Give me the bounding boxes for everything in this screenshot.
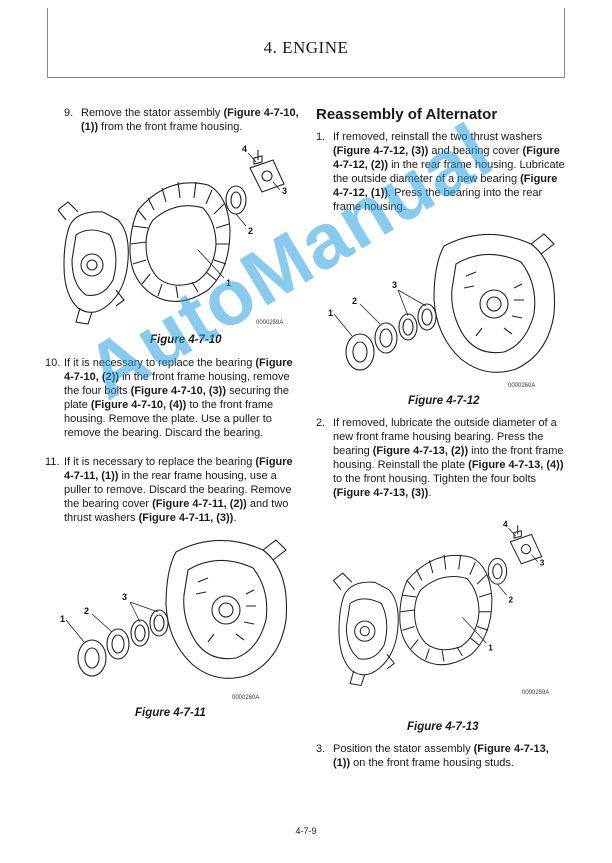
- figure-4-7-11-drawing: 1 2 3: [60, 539, 288, 679]
- callout-1: 1: [328, 308, 333, 318]
- figure-4-7-10-drawing: 4 3 2 1: [58, 144, 287, 325]
- step-number: 1.: [316, 131, 326, 143]
- step-10: 10. If it is necessary to replace the be…: [45, 357, 293, 439]
- figure-caption: Figure 4-7-13: [407, 721, 479, 733]
- callout-3: 3: [122, 592, 127, 602]
- figure-code: 0000260A: [232, 695, 260, 701]
- step-11: 11. If it is necessary to replace the be…: [45, 456, 293, 524]
- callout-2: 2: [248, 226, 253, 236]
- step-number: 3.: [316, 743, 326, 755]
- figure-caption: Figure 4-7-12: [408, 395, 480, 407]
- figure-caption: Figure 4-7-11: [135, 707, 206, 719]
- callout-3: 3: [392, 280, 397, 290]
- callout-2: 2: [352, 296, 357, 306]
- step-number: 11.: [45, 456, 60, 468]
- callout-4: 4: [503, 520, 508, 529]
- header-box: 4. ENGINE: [47, 8, 565, 78]
- step-9: 9. Remove the stator assembly (Figure 4-…: [64, 107, 299, 133]
- step-3: 3. Position the stator assembly (Figure …: [316, 743, 549, 769]
- callout-4: 4: [242, 144, 247, 154]
- step-number: 9.: [64, 107, 74, 119]
- figure-caption: Figure 4-7-10: [150, 334, 222, 346]
- callout-1: 1: [226, 278, 231, 288]
- step-number: 2.: [316, 417, 326, 429]
- section-title: Reassembly of Alternator: [316, 106, 498, 123]
- callout-1: 1: [488, 643, 493, 652]
- figure-4-7-12-drawing: 1 2 3: [328, 233, 556, 373]
- step-2: 2. If removed, lubricate the outside dia…: [316, 417, 564, 499]
- page-number: 4-7-9: [295, 826, 317, 836]
- figure-code: 0000260A: [508, 383, 536, 389]
- figure-code: 0000259A: [256, 320, 284, 326]
- callout-3: 3: [282, 186, 287, 196]
- callout-3: 3: [540, 559, 545, 568]
- figure-4-7-13-drawing: 4 3 2 1: [332, 520, 545, 687]
- callout-2: 2: [508, 596, 513, 605]
- step-1: 1. If removed, reinstall the two thrust …: [316, 131, 565, 213]
- step-number: 10.: [45, 357, 61, 369]
- figure-code: 0000259A: [522, 690, 550, 696]
- callout-2: 2: [84, 606, 89, 616]
- page-header-title: 4. ENGINE: [263, 38, 349, 57]
- callout-1: 1: [60, 614, 65, 624]
